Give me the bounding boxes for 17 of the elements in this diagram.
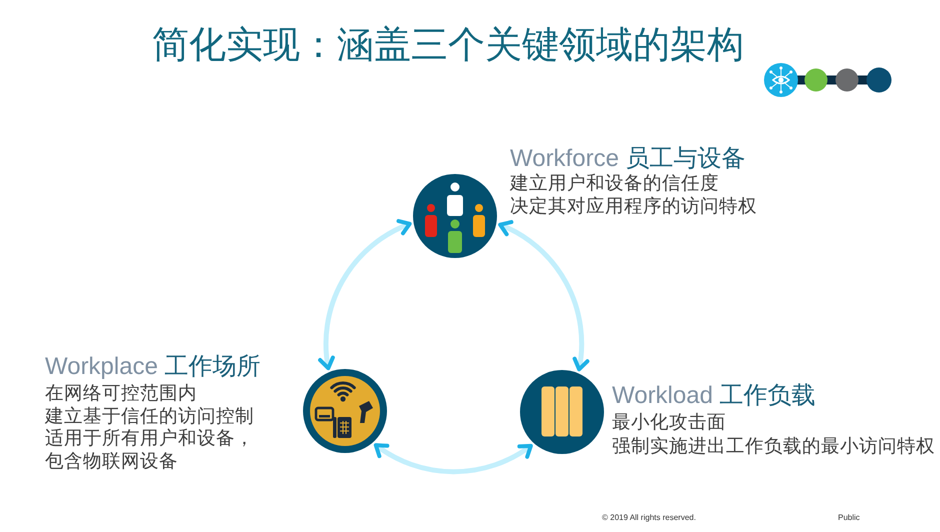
node-description: 适用于所有用户和设备，: [45, 427, 254, 449]
node-description: 在网络可控范围内: [45, 382, 197, 404]
node-description: 建立用户和设备的信任度: [510, 172, 719, 194]
node-heading: Workplace 工作场所: [45, 353, 261, 381]
node-description: 包含物联网设备: [45, 450, 178, 472]
node-description: 决定其对应用程序的访问特权: [510, 194, 757, 216]
classification-label: Public: [838, 513, 860, 523]
node-heading: Workforce 员工与设备: [510, 145, 746, 173]
node-description: 强制实施进出工作负载的最小访问特权: [612, 435, 935, 457]
node-description: 最小化攻击面: [612, 411, 726, 433]
arrow: [318, 220, 412, 370]
copyright-text: © 2019 All rights reserved.: [602, 513, 696, 523]
arrow: [374, 443, 533, 474]
arrow: [498, 220, 589, 372]
slide-title: 简化实现：涵盖三个关键领域的架构: [152, 23, 744, 67]
node-heading: Workload 工作负载: [612, 382, 816, 410]
node-description: 建立基于信任的访问控制: [45, 404, 254, 426]
